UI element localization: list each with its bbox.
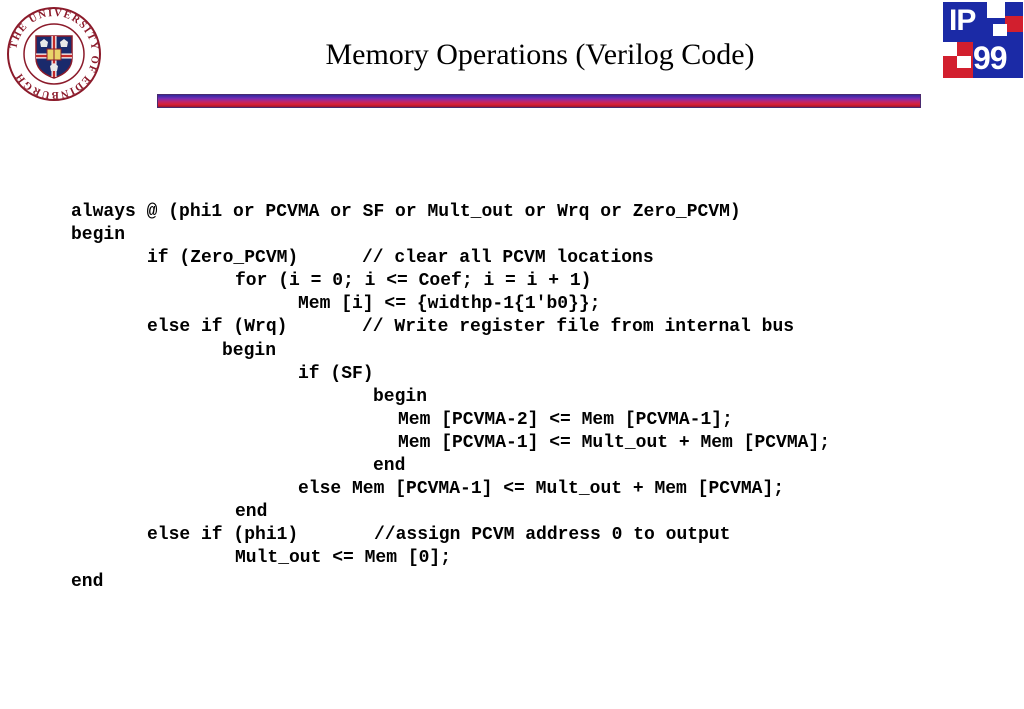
crest-seal-icon: THE UNIVERSITY OF EDINBURGH xyxy=(7,7,101,101)
code-text: begin xyxy=(373,386,428,407)
logo-block xyxy=(1005,16,1023,32)
code-text: begin xyxy=(222,340,277,361)
code-text: else Mem [PCVMA-1] <= Mult_out + Mem [PC… xyxy=(298,479,785,500)
logo-text-ip: IP xyxy=(949,4,976,37)
code-text: if (SF) xyxy=(298,363,374,384)
code-comment: // Write register file from internal bus xyxy=(362,317,795,338)
code-comment: // clear all PCVM locations xyxy=(362,248,654,269)
code-text: end xyxy=(235,502,268,523)
code-comment: //assign PCVM address 0 to output xyxy=(374,525,731,546)
university-crest-logo: THE UNIVERSITY OF EDINBURGH xyxy=(6,6,102,102)
code-text: else if (phi1) xyxy=(147,525,299,546)
logo-block xyxy=(943,42,957,56)
code-text: else if (Wrq) xyxy=(147,317,288,338)
code-text: end xyxy=(71,571,104,592)
code-text: end xyxy=(373,456,406,477)
code-text: always @ (phi1 or PCVMA or SF or Mult_ou… xyxy=(71,202,741,222)
code-text: Mem [PCVMA-1] <= Mult_out + Mem [PCVMA]; xyxy=(398,432,831,453)
slide-title: Memory Operations (Verilog Code) xyxy=(325,38,755,71)
title-divider xyxy=(157,94,921,108)
logo-block xyxy=(993,24,1007,36)
logo-block xyxy=(987,2,1005,18)
logo-block xyxy=(957,56,971,68)
conference-logo: IP 99 xyxy=(943,2,1023,78)
code-text: begin xyxy=(71,225,126,246)
logo-text-99: 99 xyxy=(973,40,1008,76)
code-text: if (Zero_PCVM) xyxy=(147,248,299,269)
code-text: Mem [PCVMA-2] <= Mem [PCVMA-1]; xyxy=(398,409,733,430)
code-text: Mult_out <= Mem [0]; xyxy=(235,548,452,569)
code-text: for (i = 0; i <= Coef; i = i + 1) xyxy=(235,271,592,292)
code-text: Mem [i] <= {widthp-1{1'b0}}; xyxy=(298,294,601,315)
